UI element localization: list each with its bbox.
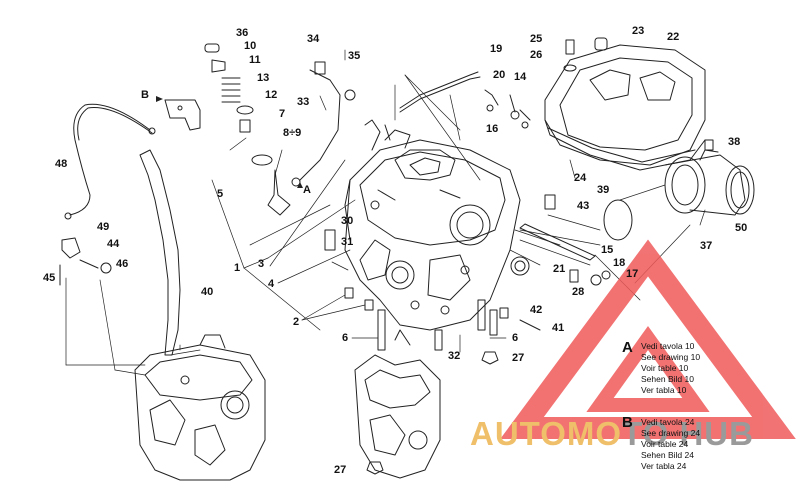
callout-49: 49 [97, 221, 110, 233]
callout-13: 13 [257, 72, 270, 84]
callout-31: 31 [341, 236, 354, 248]
valve-train [204, 43, 291, 216]
reference-b-line: Sehen Bild 24 [641, 450, 694, 460]
reference-b-line: Voir table 24 [641, 439, 689, 449]
callout-46: 46 [116, 258, 129, 270]
callout-42: 42 [530, 304, 543, 316]
callout-45: 45 [43, 272, 56, 284]
reference-a-line: Ver tabla 10 [641, 385, 687, 395]
callout-15: 15 [601, 244, 614, 256]
callout-7: 7 [279, 108, 286, 120]
callout-5: 5 [217, 188, 224, 200]
callout-16: 16 [486, 123, 499, 135]
intake-manifold [603, 149, 755, 241]
callout-27b: 27 [334, 464, 347, 476]
callout-12: 12 [265, 89, 278, 101]
callout-36: 36 [236, 27, 249, 39]
callout-18: 18 [613, 257, 626, 269]
callout-23: 23 [632, 25, 645, 37]
throttle-cable [64, 103, 156, 220]
callout-33: 33 [297, 96, 310, 108]
callout-44: 44 [107, 238, 120, 250]
callout-43: 43 [577, 200, 590, 212]
callout-38: 38 [728, 136, 741, 148]
callout-14: 14 [514, 71, 527, 83]
callout-28: 28 [572, 286, 585, 298]
cylinder-block-center [354, 329, 441, 479]
callout-20: 20 [493, 69, 506, 81]
breather-pipe [399, 71, 481, 113]
callout-17: 17 [626, 268, 639, 280]
callout-6b: 6 [512, 332, 519, 344]
marker-a: A [303, 184, 311, 196]
callout-1: 1 [234, 262, 241, 274]
callout-4: 4 [268, 278, 275, 290]
reference-a-line: Vedi tavola 10 [641, 341, 695, 351]
callout-35: 35 [348, 50, 361, 62]
reference-a-line: See drawing 10 [641, 352, 701, 362]
reference-b-letter: B [622, 414, 633, 431]
reference-a-line: Sehen Bild 10 [641, 374, 694, 384]
chain-guide [139, 149, 181, 356]
callout-34: 34 [307, 33, 320, 45]
marker-b: B [141, 89, 149, 101]
reference-a-letter: A [622, 339, 633, 356]
callout-26: 26 [530, 49, 543, 61]
callout-21: 21 [553, 263, 566, 275]
cylinder-head [344, 129, 521, 331]
camshaft [510, 223, 596, 276]
callout-11: 11 [249, 54, 261, 66]
callout-32: 32 [448, 350, 461, 362]
callout-2: 2 [293, 316, 300, 328]
oil-pipe [291, 69, 356, 187]
reference-b-line: See drawing 24 [641, 428, 701, 438]
valve-cover [544, 44, 706, 171]
callout-48: 48 [55, 158, 68, 170]
watermark-text: AUTOMOTO HUB [470, 415, 754, 452]
callout-6a: 6 [342, 332, 349, 344]
callout-22: 22 [667, 31, 680, 43]
callout-8-9: 8÷9 [283, 127, 302, 139]
callout-41: 41 [552, 322, 565, 334]
callout-39: 39 [597, 184, 610, 196]
callout-40: 40 [201, 286, 214, 298]
leader-lines [65, 49, 706, 376]
callout-37: 37 [700, 240, 713, 252]
callout-50: 50 [735, 222, 748, 234]
callout-3: 3 [258, 258, 265, 270]
callout-27a: 27 [512, 352, 525, 364]
callout-25: 25 [530, 33, 543, 45]
watermark-logo [500, 239, 796, 439]
callout-24: 24 [574, 172, 587, 184]
arrow-markers [156, 96, 303, 188]
cylinder-block-left [134, 334, 266, 481]
callout-19: 19 [490, 43, 503, 55]
reference-a-line: Voir table 10 [641, 363, 689, 373]
callout-10: 10 [244, 40, 257, 52]
bracket-b [164, 99, 201, 131]
reference-b-line: Ver tabla 24 [641, 461, 687, 471]
reference-b-line: Vedi tavola 24 [641, 417, 695, 427]
callout-30: 30 [341, 215, 354, 227]
